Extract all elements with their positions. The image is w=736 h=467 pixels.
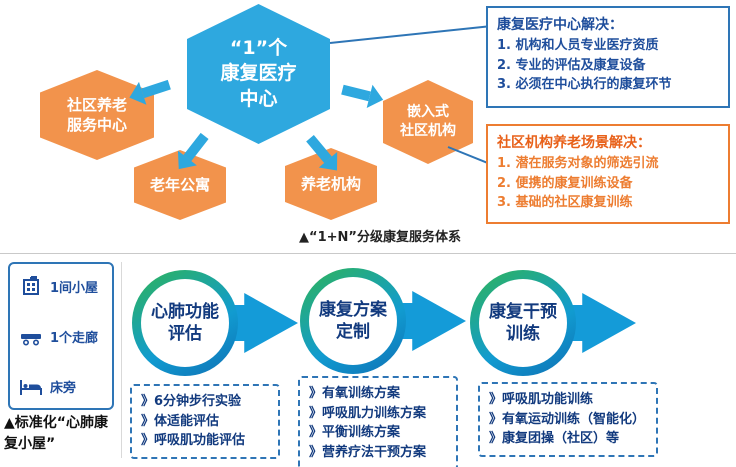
rehab-center-solution-title: 康复医疗中心解决： <box>497 17 623 33</box>
building-icon <box>18 276 44 296</box>
hex-eldercare-institution-label: 养老机构 <box>300 174 361 193</box>
cabin-row-room: 1间小屋 <box>18 276 104 296</box>
hex-senior-apartment-label: 老年公寓 <box>149 175 210 194</box>
connector-line-orangebox <box>447 146 488 164</box>
step1-circle: 心肺功能 评估 <box>132 270 238 376</box>
cabin-row-room-label: 1间小屋 <box>50 280 99 296</box>
diagram-caption: ▲“1+N”分级康复服务体系 <box>299 230 461 245</box>
step3-title: 康复干预 训练 <box>479 279 567 367</box>
connector-line-bluebox <box>329 25 488 44</box>
community-scene-solution-title: 社区机构养老场景解决： <box>497 135 651 151</box>
hex-senior-apartment: 老年公寓 <box>134 150 226 220</box>
step2-items-box: 》有氧训练方案 》呼吸肌力训练方案 》平衡训练方案 》营养疗法干预方案 <box>298 376 458 467</box>
hex-community-service-center-label: 社区养老 服务中心 <box>66 95 127 134</box>
step2-item: 》平衡训练方案 <box>309 425 401 440</box>
step2-circle: 康复方案 定制 <box>300 268 406 374</box>
step1-title: 心肺功能 评估 <box>141 279 229 367</box>
step2-item: 》营养疗法干预方案 <box>309 444 427 460</box>
step1-item: 》体适能评估 <box>141 413 220 429</box>
cabin-row-corridor-label: 1个走廊 <box>50 331 99 346</box>
community-scene-solution-item: 3. 基础的社区康复训练 <box>497 195 633 210</box>
step3-item: 》康复团操（社区）等 <box>489 431 620 446</box>
step2-title: 康复方案 定制 <box>309 277 397 365</box>
cabin-row-bedside-label: 床旁 <box>50 381 77 396</box>
cabin-caption: ▲标准化“心肺康复小屋” <box>4 415 108 452</box>
vertical-divider <box>121 262 122 458</box>
step3-item: 》有氧运动训练（智能化） <box>489 411 646 427</box>
hex-rehab-center: “1”个 康复医疗 中心 <box>187 4 330 144</box>
gurney-icon <box>18 328 44 346</box>
arrow-to-embedded-icon <box>341 84 371 102</box>
community-scene-solution-item: 1. 潜在服务对象的筛选引流 <box>497 156 659 171</box>
step1-item: 》呼吸肌功能评估 <box>141 433 246 448</box>
cabin-row-corridor: 1个走廊 <box>18 327 104 346</box>
community-scene-solution-item: 2. 便携的康复训练设备 <box>497 175 633 191</box>
step1-item: 》6分钟步行实验 <box>141 394 242 409</box>
bed-icon <box>18 378 44 396</box>
rehab-center-solution-item: 3. 必须在中心执行的康复环节 <box>497 77 672 92</box>
cabin-panel: 1间小屋 1个走廊 床旁 <box>8 262 114 410</box>
hex-embedded-community-org-label: 嵌入式 社区机构 <box>400 104 456 139</box>
rehab-center-solution-item: 1. 机构和人员专业医疗资质 <box>497 38 659 53</box>
step3-item: 》呼吸肌功能训练 <box>489 392 594 407</box>
step3-circle: 康复干预 训练 <box>470 270 576 376</box>
step2-item: 》呼吸肌力训练方案 <box>309 405 427 421</box>
step3-items-box: 》呼吸肌功能训练 》有氧运动训练（智能化） 》康复团操（社区）等 <box>478 382 658 457</box>
hex-rehab-center-label: “1”个 康复医疗 中心 <box>220 36 297 110</box>
community-scene-solution-box: 社区机构养老场景解决： 1. 潜在服务对象的筛选引流 2. 便携的康复训练设备 … <box>486 124 730 224</box>
horizontal-divider <box>0 253 736 254</box>
cabin-row-bedside: 床旁 <box>18 377 104 396</box>
rehab-center-solution-box: 康复医疗中心解决： 1. 机构和人员专业医疗资质 2. 专业的评估及康复设备 3… <box>486 6 730 108</box>
hex-embedded-community-org: 嵌入式 社区机构 <box>383 80 473 164</box>
step2-item: 》有氧训练方案 <box>309 386 401 401</box>
arrow-to-community-icon <box>141 79 171 99</box>
step1-items-box: 》6分钟步行实验 》体适能评估 》呼吸肌功能评估 <box>130 384 280 459</box>
rehab-center-solution-item: 2. 专业的评估及康复设备 <box>497 57 646 73</box>
